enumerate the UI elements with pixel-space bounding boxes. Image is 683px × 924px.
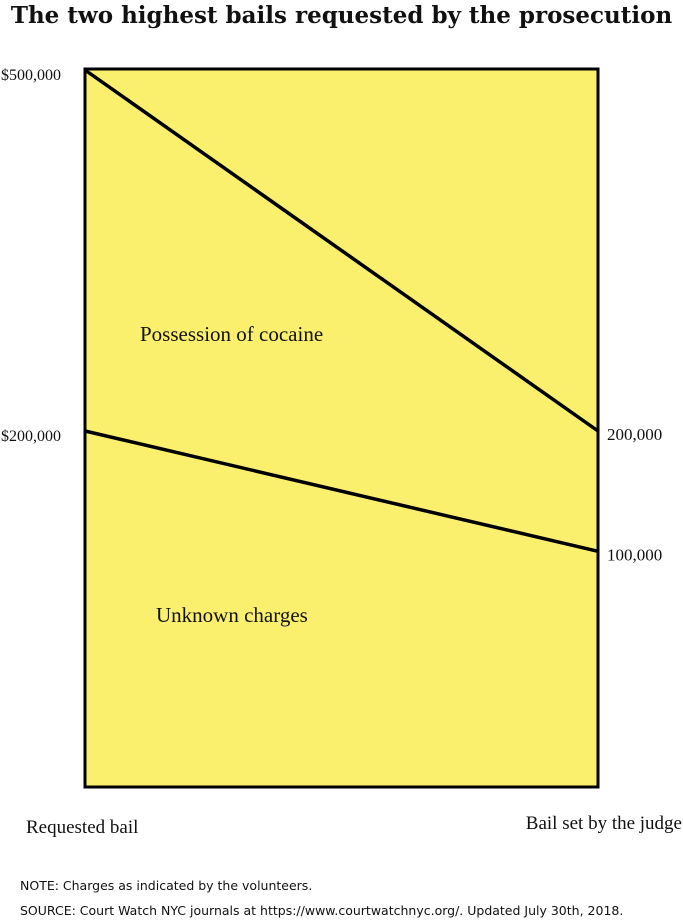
end-value-label-1: 200,000 [607, 425, 662, 444]
category-label-right: Bail set by the judge [526, 813, 682, 834]
chart-title: The two highest bails requested by the p… [10, 2, 673, 29]
tick-label-left-1: $500,000 [1, 67, 61, 84]
series-label-2: Unknown charges [156, 603, 308, 627]
series-line-2 [84, 429, 599, 554]
category-label-left: Requested bail [26, 817, 138, 838]
note-text: NOTE: Charges as indicated by the volunt… [20, 878, 313, 893]
plot-area [83, 67, 600, 789]
source-text: SOURCE: Court Watch NYC journals at http… [20, 903, 624, 918]
tick-label-left-2: $200,000 [1, 428, 61, 445]
end-value-label-2: 100,000 [607, 545, 662, 564]
series-label-1: Possession of cocaine [140, 322, 323, 346]
series-line-1 [83, 68, 600, 433]
